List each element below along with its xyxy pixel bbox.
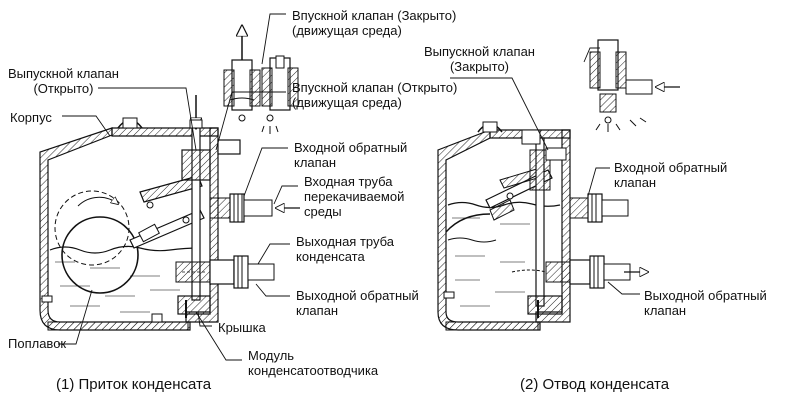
left-water-hatch [55,261,180,313]
right-outlet-valve-detail [589,39,680,132]
label-inlet-valve-open-line2: (движущая среда) [292,95,402,110]
label-inlet-valve-closed-line1: Впускной клапан (Закрыто) [292,8,457,23]
label-outlet-valve-open: Выпускной клапан (Открыто) [8,66,119,96]
caption-outflow: (2) Отвод конденсата [520,376,670,393]
label-outlet-valve-closed: Выпускной клапан (Закрыто) [424,44,535,74]
label-trap-module-line1: Модуль [248,348,295,363]
left-float [61,216,139,294]
label-inlet-pipe: Входная труба перекачиваемой среды [304,174,404,219]
label-outlet-check-valve-left: Выходной обратный клапан [296,288,419,318]
label-outlet-check-valve-right-line1: Выходной обратный [644,288,767,303]
label-body: Корпус [10,110,52,125]
right-pump [437,39,680,331]
label-outlet-check-valve-left-line1: Выходной обратный [296,288,419,303]
leader-lines [58,13,640,361]
right-water-hatch [452,217,530,307]
left-cover [177,295,211,315]
right-inlet-check-valve [569,193,629,223]
right-outlet-check-valve [511,255,648,289]
left-lever [129,175,205,249]
label-inlet-valve-closed: Впускной клапан (Закрыто) (движущая сред… [292,8,456,38]
label-outlet-valve-open-line1: Выпускной клапан [8,66,119,81]
label-inlet-check-valve-right-line1: Входной обратный [614,160,728,175]
label-cover: Крышка [218,320,266,335]
label-inlet-check-valve-right: Входной обратный клапан [614,160,727,190]
label-inlet-check-valve-left-line2: клапан [294,155,337,170]
left-outlet-check-valve [175,255,275,289]
label-outlet-pipe-line2: конденсата [296,249,365,264]
left-water-line [49,245,201,254]
right-cover [527,295,563,315]
label-inlet-check-valve-left-line1: Входной обратный [294,140,408,155]
label-outlet-pipe-line1: Выходная труба [296,234,395,249]
label-float: Поплавок [8,336,67,351]
label-outlet-check-valve-right: Выходной обратный клапан [644,288,767,318]
right-body-shell [437,121,571,331]
label-inlet-pipe-line2: перекачиваемой [304,189,405,204]
label-outlet-pipe: Выходная труба конденсата [296,234,394,264]
label-inlet-valve-closed-line2: (движущая среда) [292,23,402,38]
label-outlet-valve-open-line2: (Открыто) [33,81,94,96]
label-inlet-check-valve-right-line2: клапан [614,175,657,190]
label-inlet-check-valve-left: Входной обратный клапан [294,140,407,170]
label-inlet-pipe-line1: Входная труба [304,174,393,189]
label-trap-module: Модуль конденсатоотводчика [248,348,378,378]
label-trap-module-line2: конденсатоотводчика [248,363,379,378]
label-outlet-valve-closed-line2: (Закрыто) [449,59,510,74]
left-inlet-valve-detail [223,26,299,134]
left-float-upper-dashed [54,190,130,266]
left-pump [39,26,300,331]
label-outlet-check-valve-right-line2: клапан [644,303,687,318]
label-outlet-valve-closed-line1: Выпускной клапан [424,44,535,59]
label-outlet-check-valve-left-line2: клапан [296,303,339,318]
label-inlet-valve-open-line1: Впускной клапан (Открыто) [292,80,458,95]
label-inlet-valve-open: Впускной клапан (Открыто) (движущая сред… [292,80,457,110]
left-inlet-check-valve [209,193,300,223]
label-inlet-pipe-line3: среды [304,204,342,219]
caption-inflow: (1) Приток конденсата [56,376,212,393]
